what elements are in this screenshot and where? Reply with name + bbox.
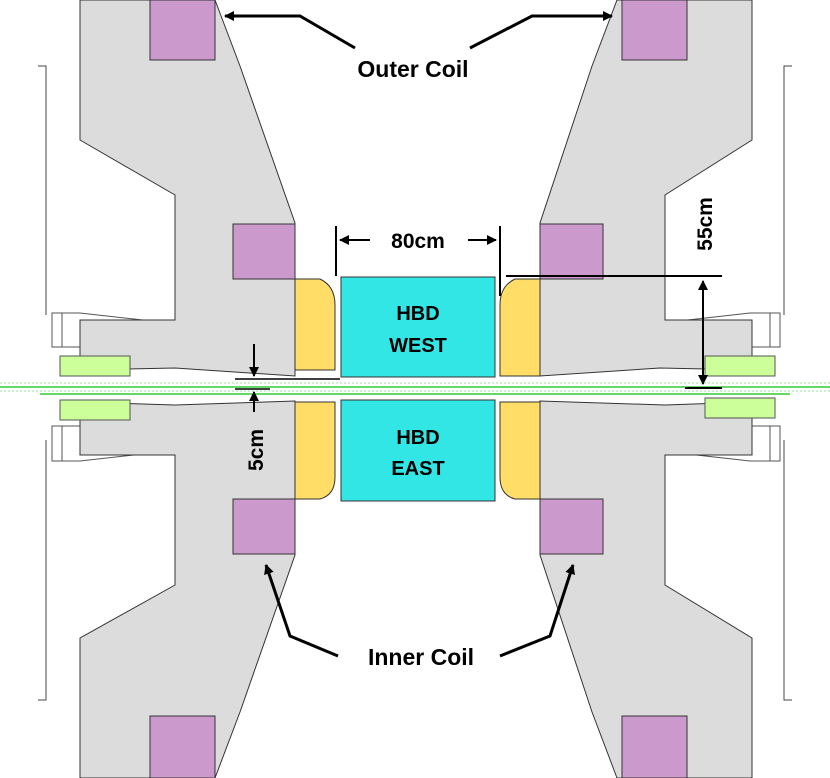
small-detector-right-bottom — [704, 397, 776, 419]
width-dimension — [335, 226, 501, 296]
hbd-west-box — [340, 276, 496, 378]
outer-coil-label: Outer Coil — [357, 56, 468, 82]
small-detectors — [59, 355, 776, 421]
inner-coil-arrow-left — [264, 564, 339, 658]
small-detector-left-bottom — [59, 399, 131, 421]
height-dimension — [506, 275, 722, 389]
inner-coil-bottom-left — [232, 498, 296, 555]
outer-coil-arrows — [224, 11, 613, 50]
inner-coil-top-right — [539, 223, 604, 280]
inner-coil-top-left — [232, 223, 296, 280]
inner-coil-arrows — [264, 564, 575, 658]
hbd-west-label-line1: HBD — [396, 303, 439, 325]
hbd-east-box — [340, 399, 496, 502]
outer-coil-bottom-left — [149, 715, 216, 778]
hbd-east-label-line1: HBD — [396, 427, 439, 449]
gap-dimension — [235, 344, 340, 412]
right-magnet-steel — [539, 0, 753, 778]
inner-coil-bottom-right — [539, 498, 604, 555]
width-dimension-label: 80cm — [391, 230, 445, 253]
pole-tips — [294, 278, 541, 500]
height-dimension-label: 55cm — [694, 197, 717, 251]
outer-coil-top-left — [149, 0, 216, 61]
small-detector-left-top — [59, 355, 131, 377]
frame-lines — [38, 65, 792, 701]
inner-coil-arrow-right — [499, 564, 575, 658]
pole-tip-top-right — [499, 278, 541, 377]
inner-coil-label: Inner Coil — [368, 644, 474, 670]
pole-tip-top-left — [294, 278, 336, 371]
outer-coil-arrow-left — [224, 11, 356, 50]
gap-dimension-label: 5cm — [245, 429, 268, 471]
outer-coils — [149, 0, 688, 778]
left-magnet-steel — [79, 0, 296, 778]
outer-coil-top-right — [621, 0, 688, 61]
pole-tip-bottom-right — [499, 401, 541, 500]
hbd-east-label-line2: EAST — [391, 458, 444, 480]
pole-tip-bottom-left — [294, 401, 336, 500]
outer-coil-arrow-right — [469, 11, 613, 50]
small-detector-right-top — [704, 355, 776, 377]
outer-coil-bottom-right — [621, 715, 688, 778]
inner-coils — [232, 223, 604, 555]
hbd-west-label-line2: WEST — [389, 335, 447, 357]
